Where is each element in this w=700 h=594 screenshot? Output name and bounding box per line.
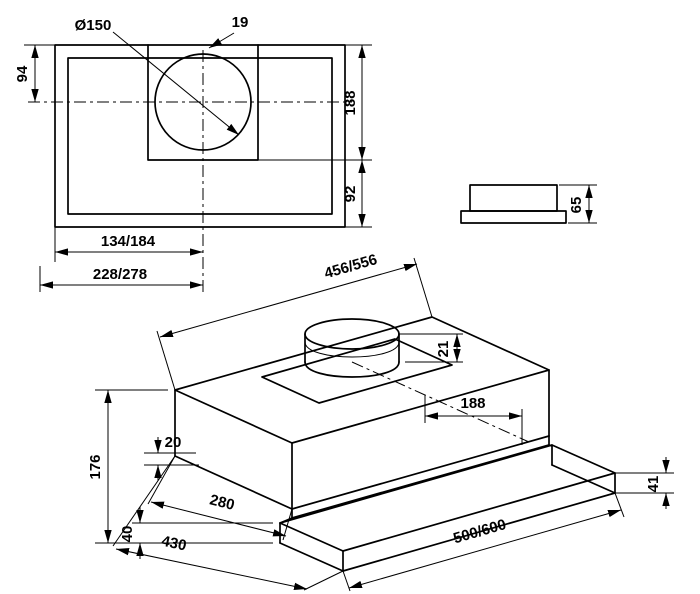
plan-dim-134-184: 134/184 — [101, 233, 156, 250]
iso-dim-176: 176 — [87, 454, 104, 479]
plan-outer-wall — [54, 44, 346, 228]
iso-dim-500-600: 500/600 — [451, 516, 508, 547]
iso-dim-40: 40 — [119, 526, 136, 543]
dim-500-line — [348, 509, 622, 589]
visor-edge — [551, 464, 616, 494]
ext-line — [303, 570, 344, 591]
iso-dim-188: 188 — [460, 395, 485, 412]
visor-edge — [279, 542, 344, 572]
duct-collar-base — [304, 361, 400, 378]
side-body — [469, 184, 558, 212]
diameter-leader — [112, 31, 240, 136]
duct-mount-plate — [261, 338, 453, 404]
visor-junction — [548, 444, 553, 447]
plan-dim-228-278: 228/278 — [93, 266, 147, 283]
iso-dim-430: 430 — [160, 533, 188, 555]
iso-view: 456/556 21 188 176 20 40 280 — [87, 251, 674, 592]
duct-collar-top — [304, 318, 400, 350]
ext-line — [342, 570, 351, 592]
plan-dim-188: 188 — [342, 90, 359, 115]
duct-collar-rim — [304, 341, 400, 358]
plan-diameter-label: Ø150 — [75, 17, 112, 34]
hood-body-edge — [291, 435, 550, 510]
ext-line — [147, 455, 176, 505]
plan-inner-wall — [67, 57, 333, 215]
plan-view: Ø150 19 94 188 92 134/184 228/278 — [14, 14, 372, 292]
iso-dim-41: 41 — [645, 476, 662, 493]
dim-430-line — [115, 548, 308, 590]
dim-456-line — [159, 263, 418, 338]
plan-dim-19: 19 — [232, 14, 249, 31]
ext-line — [156, 330, 176, 391]
plan-dim-92: 92 — [342, 186, 359, 203]
side-base — [460, 210, 567, 224]
ext-line — [413, 257, 433, 318]
dim-280-line — [150, 501, 287, 537]
plan-dim-94: 94 — [14, 65, 31, 82]
iso-dim-21: 21 — [435, 341, 452, 358]
side-dim-65: 65 — [568, 197, 585, 214]
rail-edge — [291, 444, 550, 519]
ext-line — [614, 492, 625, 518]
dim-19-leader — [208, 32, 235, 49]
side-view: 65 — [460, 184, 597, 224]
iso-dim-280: 280 — [208, 491, 236, 514]
hood-body-top-face — [174, 316, 550, 444]
duct-axis-centerline — [351, 361, 530, 443]
ext-line — [112, 455, 176, 547]
iso-dim-20: 20 — [165, 434, 182, 451]
